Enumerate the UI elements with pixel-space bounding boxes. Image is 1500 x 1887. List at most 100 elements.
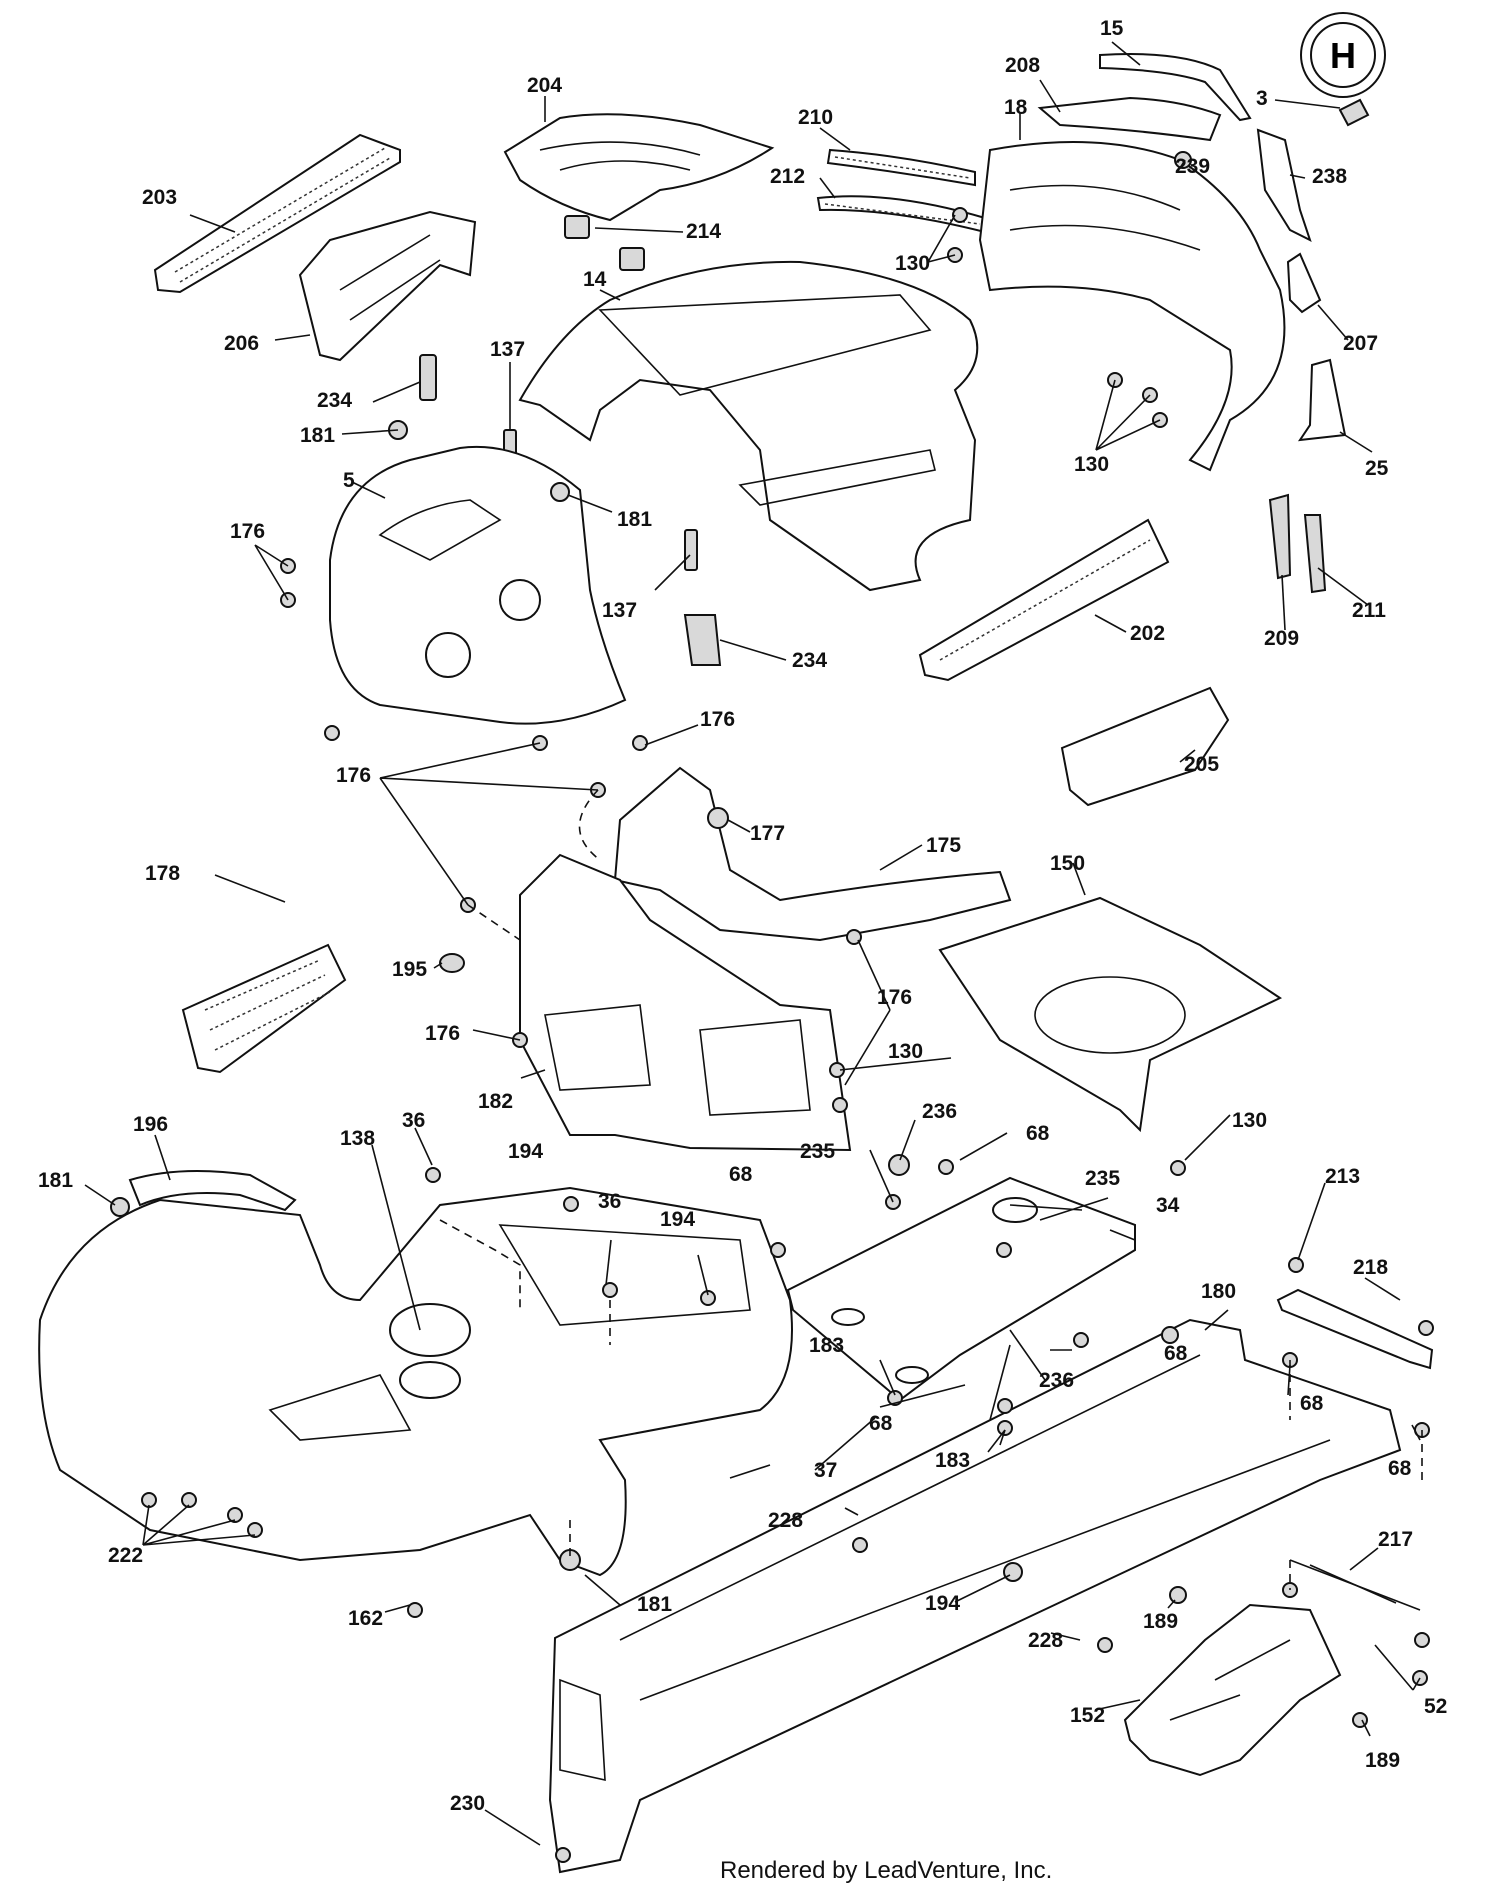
part-234-clip-mid xyxy=(683,614,722,666)
part-203-grille xyxy=(153,133,401,294)
part-211-trim xyxy=(1303,514,1327,594)
callout-207: 207 xyxy=(1343,332,1378,355)
callout-183b: 183 xyxy=(935,1449,970,1472)
callout-177: 177 xyxy=(750,822,785,845)
part-209-trim xyxy=(1268,493,1292,580)
callout-176e: 176 xyxy=(425,1022,460,1045)
callout-36a: 36 xyxy=(402,1109,425,1132)
part-14-hood xyxy=(518,260,979,592)
callout-234b: 234 xyxy=(792,649,827,672)
callout-181b: 181 xyxy=(617,508,652,531)
part-218-bracket xyxy=(1276,1288,1434,1370)
callout-218: 218 xyxy=(1353,1256,1388,1279)
part-178-vent-plate xyxy=(181,943,347,1074)
callout-137a: 137 xyxy=(490,338,525,361)
callout-130c: 130 xyxy=(888,1040,923,1063)
callout-138: 138 xyxy=(340,1127,375,1150)
part-205-cover xyxy=(1060,686,1230,807)
callout-238: 238 xyxy=(1312,165,1347,188)
callout-205: 205 xyxy=(1184,753,1219,776)
callout-230: 230 xyxy=(450,1792,485,1815)
callout-25: 25 xyxy=(1365,457,1389,480)
callout-176a: 176 xyxy=(230,520,265,543)
callout-214: 214 xyxy=(686,220,721,243)
part-210-grille-strip xyxy=(826,148,976,187)
part-150-tray xyxy=(938,896,1283,1133)
callout-202: 202 xyxy=(1130,622,1165,645)
callout-189b: 189 xyxy=(1365,1749,1400,1772)
callout-3: 3 xyxy=(1256,87,1268,110)
callout-235a: 235 xyxy=(800,1140,835,1163)
part-15-trim xyxy=(1099,53,1252,122)
callout-182: 182 xyxy=(478,1090,513,1113)
callout-228a: 228 xyxy=(768,1509,803,1532)
callout-194c: 194 xyxy=(925,1592,960,1615)
callout-150: 150 xyxy=(1050,852,1085,875)
callout-176b: 176 xyxy=(700,708,735,731)
callout-130a: 130 xyxy=(895,252,930,275)
callout-130b: 130 xyxy=(1074,453,1109,476)
callout-152: 152 xyxy=(1070,1704,1105,1727)
callout-5: 5 xyxy=(343,469,355,492)
logo-letter: H xyxy=(1330,35,1356,76)
part-5-dash-panel xyxy=(329,445,627,725)
callout-68c: 68 xyxy=(1164,1342,1188,1365)
alignment-lines xyxy=(439,789,1423,1590)
part-18-dash-shroud xyxy=(978,141,1286,472)
part-195-plug xyxy=(439,953,465,973)
part-152-cover xyxy=(1123,1603,1342,1777)
part-206-bracket xyxy=(298,210,477,362)
callout-162: 162 xyxy=(348,1607,383,1630)
callout-213: 213 xyxy=(1325,1165,1360,1188)
callout-217: 217 xyxy=(1378,1528,1413,1551)
part-25-trim xyxy=(1297,358,1347,442)
callout-211: 211 xyxy=(1352,599,1386,622)
part-37-fender-deck xyxy=(38,1186,793,1577)
callout-176d: 176 xyxy=(877,986,912,1009)
callout-37: 37 xyxy=(814,1459,837,1482)
callout-68e: 68 xyxy=(869,1412,893,1435)
part-137-bumper-mid xyxy=(684,529,698,571)
callout-52: 52 xyxy=(1424,1695,1447,1718)
callout-68d: 68 xyxy=(1300,1392,1324,1415)
callout-68a: 68 xyxy=(1026,1122,1050,1145)
part-214-clips xyxy=(564,215,645,271)
callout-236b: 236 xyxy=(1039,1369,1074,1392)
callout-194a: 194 xyxy=(508,1140,543,1163)
callout-181d: 181 xyxy=(637,1593,672,1616)
leader-lines xyxy=(84,41,1421,1846)
callout-36b: 36 xyxy=(598,1190,621,1213)
callout-130d: 130 xyxy=(1232,1109,1267,1132)
credit-text: Rendered by LeadVenture, Inc. xyxy=(720,1857,1052,1884)
callout-239: 239 xyxy=(1175,155,1210,178)
part-34-mount-plate xyxy=(786,1176,1136,1402)
part-207-cover xyxy=(1286,252,1322,314)
callout-15: 15 xyxy=(1100,17,1124,40)
callout-208: 208 xyxy=(1005,54,1040,77)
callout-212: 212 xyxy=(770,165,805,188)
part-182-front-housing xyxy=(519,853,852,1152)
part-208 xyxy=(1037,96,1222,142)
callout-195: 195 xyxy=(392,958,427,981)
callout-68b: 68 xyxy=(729,1163,753,1186)
callout-181a: 181 xyxy=(300,424,335,447)
callout-203: 203 xyxy=(142,186,177,209)
callout-labels: 15 208 3 204 210 18 239 238 212 203 214 … xyxy=(38,17,1447,1815)
callout-137b: 137 xyxy=(602,599,637,622)
callout-235b: 235 xyxy=(1085,1167,1120,1190)
callout-68f: 68 xyxy=(1388,1457,1412,1480)
callout-176c: 176 xyxy=(336,764,371,787)
callout-228b: 228 xyxy=(1028,1629,1063,1652)
part-204-hood-panel xyxy=(503,113,775,222)
callout-14: 14 xyxy=(583,268,607,291)
callout-222: 222 xyxy=(108,1544,143,1567)
callout-236a: 236 xyxy=(922,1100,957,1123)
callout-178: 178 xyxy=(145,862,180,885)
callout-196: 196 xyxy=(133,1113,168,1136)
callout-34: 34 xyxy=(1156,1194,1180,1217)
callout-234a: 234 xyxy=(317,389,352,412)
callout-210: 210 xyxy=(798,106,833,129)
fasteners xyxy=(110,151,1434,1863)
callout-183a: 183 xyxy=(809,1334,844,1357)
